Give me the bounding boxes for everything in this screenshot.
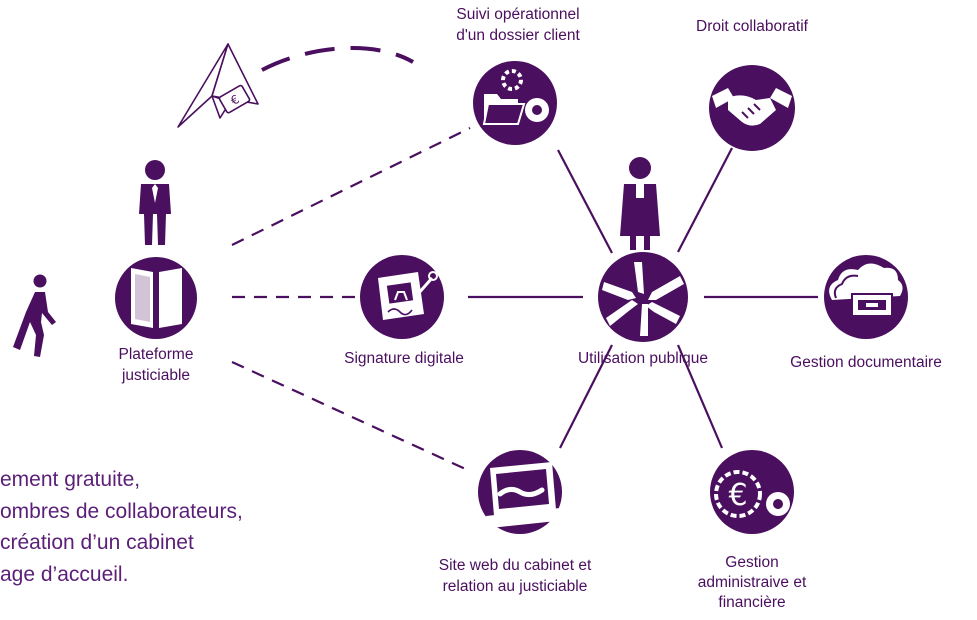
dashed-connector-suivi: [231, 127, 471, 246]
signature-label: Signature digitale: [344, 350, 464, 367]
connectors: [231, 46, 818, 473]
droit-label: Droit collaboratif: [696, 18, 808, 35]
tablet-signature-icon: [378, 271, 438, 320]
connector-hub-droit: [677, 147, 733, 253]
joined-hands-icon: [602, 262, 684, 336]
suivi-label: Suivi opérationnel d'un dossier client: [456, 6, 580, 44]
connector-hub-gestion-admin: [676, 344, 724, 449]
connector-hub-suivi: [557, 149, 613, 254]
gestion-admin-label: Gestion administraive et financière: [697, 554, 807, 611]
suivi-node[interactable]: [473, 61, 557, 145]
description-text: ement gratuite, ombres de collaborateurs…: [0, 464, 360, 590]
laptop-handshake-icon: [486, 462, 566, 528]
connector-hub-site-web: [559, 344, 613, 449]
lawyer-robe-icon: [620, 157, 660, 250]
gestion-admin-node[interactable]: €: [710, 450, 794, 534]
plateforme-node[interactable]: [115, 257, 197, 339]
svg-text:€: €: [728, 478, 747, 513]
euro-gear-icon: €: [714, 470, 790, 518]
cloud-cabinet-icon: [829, 263, 903, 317]
utilisation-label: Utilisation publique: [577, 350, 709, 367]
signature-node[interactable]: [360, 255, 444, 339]
description-line: création d’un cabinet: [0, 531, 194, 554]
gestion-doc-label: Gestion documentaire: [790, 354, 942, 371]
paper-plane-euro-icon: €: [177, 43, 259, 128]
person-icon: [139, 160, 171, 245]
description-line: ombres de collaborateurs,: [0, 499, 243, 523]
plateforme-label: Plateforme justiciable: [118, 346, 194, 384]
utilisation-node[interactable]: [598, 252, 688, 342]
dashed-arc: [261, 46, 415, 72]
droit-node[interactable]: [709, 65, 795, 151]
folder-gear-icon: [482, 69, 549, 125]
site-web-node[interactable]: [478, 450, 566, 534]
description-line: age d’accueil.: [0, 562, 129, 586]
description-line: ement gratuite,: [0, 468, 141, 491]
book-door-icon: [131, 268, 182, 328]
site-web-label: Site web du cabinet et relation au justi…: [438, 557, 592, 595]
walking-person-icon: [13, 274, 56, 357]
gestion-doc-node[interactable]: [824, 255, 908, 339]
handshake-icon: [712, 88, 792, 126]
dashed-connector-site-web: [231, 361, 473, 473]
